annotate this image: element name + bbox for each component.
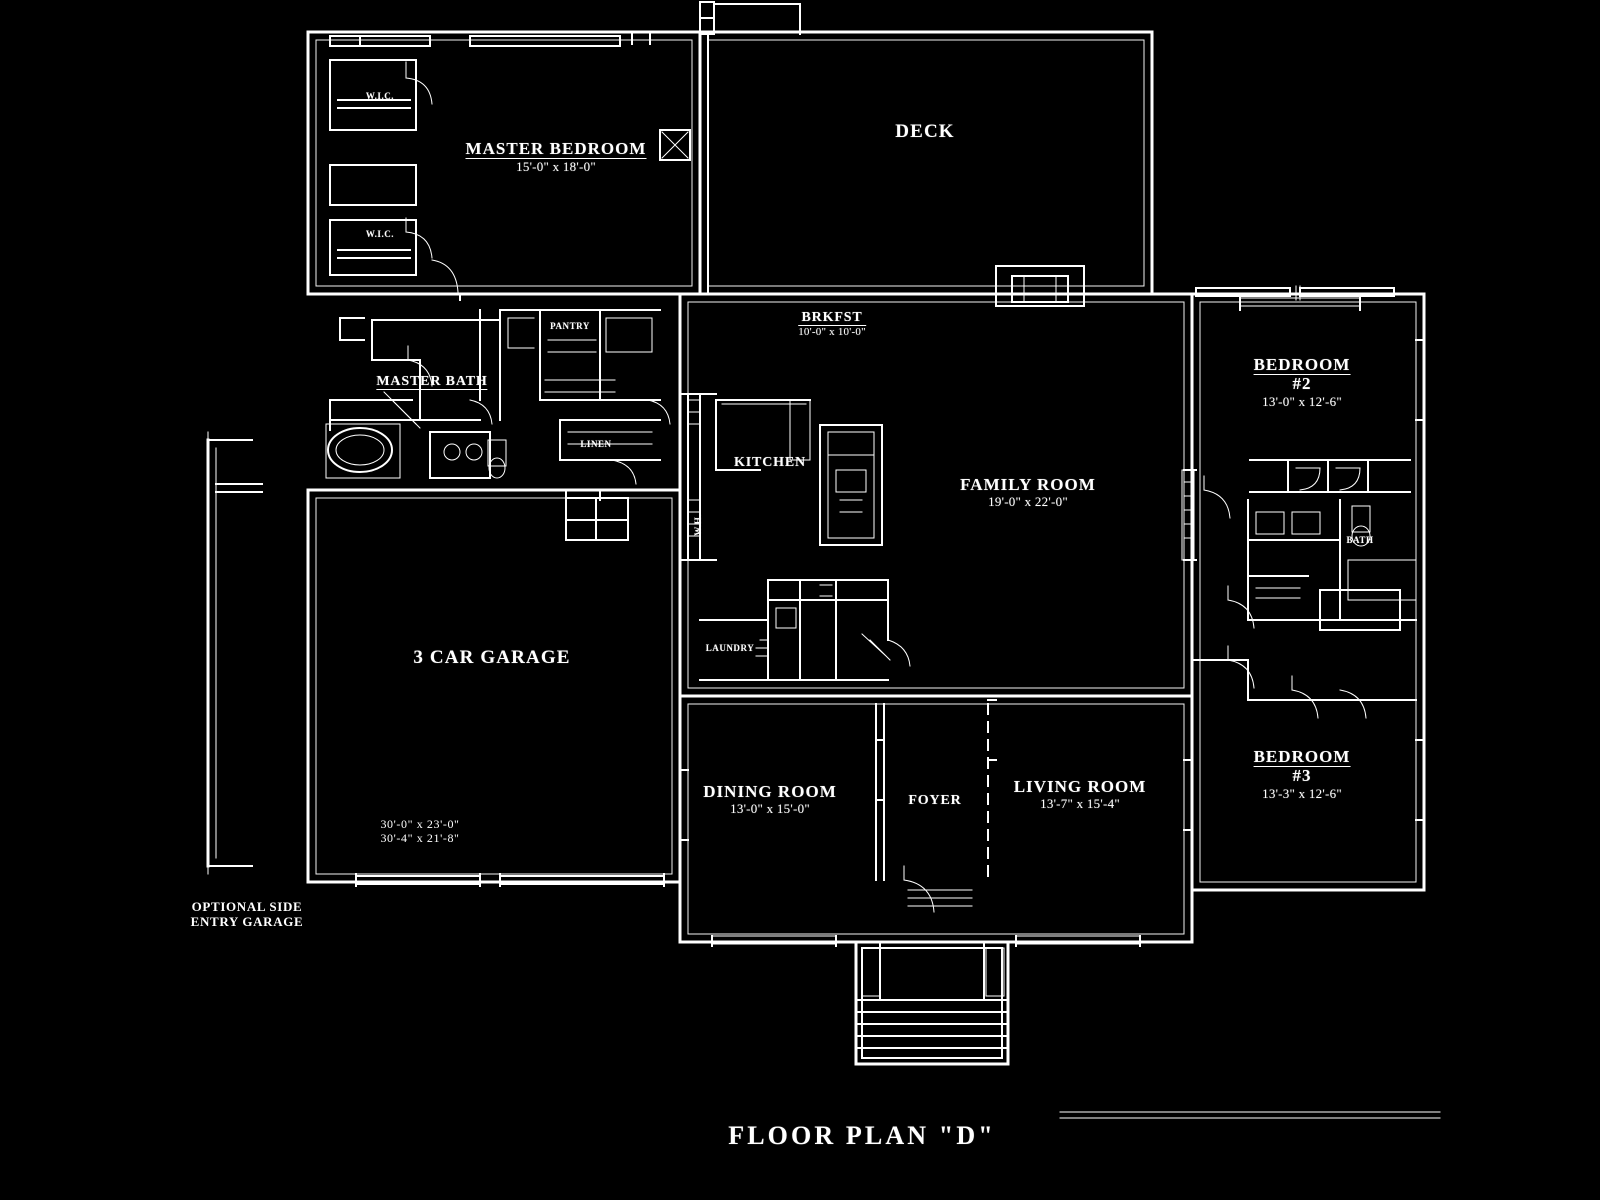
room-dim-dining-room: 13'-0" x 15'-0"	[730, 801, 810, 817]
room-number-bedroom-2: #2	[1292, 374, 1312, 394]
front-steps	[854, 940, 1010, 1066]
room-name-living-room: LIVING ROOM	[1013, 777, 1147, 796]
room-label-wh-closet: W.H.	[693, 513, 704, 536]
sheet-title: FLOOR PLAN "D"	[728, 1121, 996, 1150]
room-name-deck: DECK	[895, 121, 955, 142]
room-name-brkfst: BRKFST	[798, 310, 866, 327]
room-name-linen: LINEN	[580, 439, 612, 449]
garage-detail	[206, 438, 665, 887]
room-name-kitchen: KITCHEN	[733, 455, 807, 470]
room-label-master-bath: MASTER BATH	[376, 374, 488, 391]
room-name-wh-closet: W.H.	[693, 513, 704, 536]
annotation-garage-dimension-line-2: 30'-4" x 21'-8"	[380, 830, 460, 845]
room-name-master-bath: MASTER BATH	[376, 374, 488, 391]
room-name-foyer: FOYER	[908, 793, 962, 808]
room-name-bedroom-2: BEDROOM	[1253, 355, 1351, 376]
annotation-optional-side-entry-line-2: ENTRY GARAGE	[190, 913, 304, 929]
room-label-master-bedroom: MASTER BEDROOM 15'-0" x 18'-0"	[465, 139, 647, 175]
room-name-master-bedroom: MASTER BEDROOM	[465, 139, 647, 160]
room-dim-living-room: 13'-7" x 15'-4"	[1040, 796, 1120, 812]
room-name-garage: 3 CAR GARAGE	[413, 647, 571, 668]
bedroom-wing-detail	[1191, 297, 1425, 821]
master-bath	[325, 309, 507, 479]
room-dim-master-bedroom: 15'-0" x 18'-0"	[516, 159, 596, 175]
room-label-dining-room: DINING ROOM 13'-0" x 15'-0"	[703, 782, 837, 817]
room-name-laundry: LAUNDRY	[705, 643, 755, 653]
room-label-family-room: FAMILY ROOM 19'-0" x 22'-0"	[960, 475, 1096, 510]
room-label-living-room: LIVING ROOM 13'-7" x 15'-4"	[1013, 777, 1147, 812]
annotation-garage-dimension-line-1: 30'-0" x 23'-0"	[380, 817, 460, 831]
room-name-hall-bath: BATH	[1346, 535, 1374, 545]
annotation-garage-dimension: 30'-0" x 23'-0" 30'-4" x 21'-8"	[380, 817, 460, 846]
room-label-brkfst: BRKFST 10'-0" x 10'-0"	[798, 310, 866, 339]
room-label-bedroom-3: BEDROOM #3 13'-3" x 12'-6"	[1253, 747, 1351, 801]
room-label-hall-bath: BATH	[1346, 535, 1374, 546]
room-number-bedroom-3: #3	[1292, 766, 1312, 786]
room-name-pantry: PANTRY	[550, 321, 590, 331]
kitchen-island	[819, 424, 883, 546]
room-name-dining-room: DINING ROOM	[703, 782, 837, 801]
annotation-optional-side-entry-line-1: OPTIONAL SIDE	[191, 899, 303, 914]
room-label-kitchen: KITCHEN	[734, 455, 806, 470]
room-label-wic-1: W.I.C.	[365, 91, 395, 102]
room-name-bedroom-3: BEDROOM	[1253, 747, 1351, 768]
sheet-title-text: FLOOR PLAN "D"	[728, 1121, 996, 1150]
room-label-linen: LINEN	[580, 439, 612, 450]
title-rule	[1059, 1111, 1441, 1119]
annotation-optional-side-entry: OPTIONAL SIDE ENTRY GARAGE	[190, 899, 304, 930]
room-dim-brkfst: 10'-0" x 10'-0"	[798, 326, 866, 339]
room-label-bedroom-2: BEDROOM #2 13'-0" x 12'-6"	[1253, 355, 1351, 409]
room-label-laundry: LAUNDRY	[705, 643, 755, 654]
room-label-foyer: FOYER	[908, 793, 961, 808]
room-dim-bedroom-3: 13'-3" x 12'-6"	[1262, 785, 1342, 801]
room-label-garage: 3 CAR GARAGE	[413, 647, 571, 669]
master-closets	[329, 31, 651, 276]
room-dim-bedroom-2: 13'-0" x 12'-6"	[1262, 393, 1342, 409]
room-name-family-room-1: FAMILY ROOM	[960, 475, 1096, 494]
lower-block-detail	[679, 699, 1193, 947]
room-name-wic-2: W.I.C.	[365, 229, 395, 239]
room-label-deck: DECK	[895, 121, 955, 143]
room-label-pantry: PANTRY	[550, 321, 590, 332]
laundry	[699, 579, 911, 681]
room-label-wic-2: W.I.C.	[365, 229, 395, 240]
room-name-wic-1: W.I.C.	[365, 91, 395, 101]
room-dim-family-room: 19'-0" x 22'-0"	[988, 494, 1068, 510]
